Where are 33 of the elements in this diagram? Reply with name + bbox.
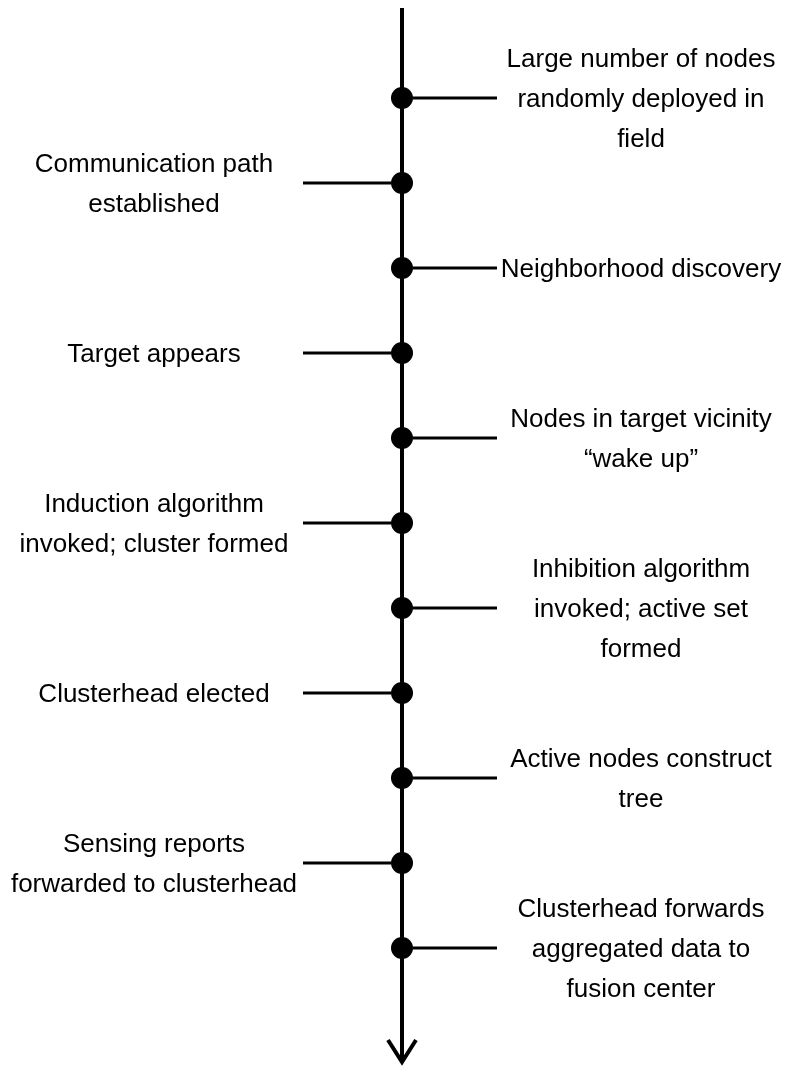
event-text: Neighborhood discovery [497,248,785,288]
timeline-dot [391,767,413,789]
event-text: Large number of nodes randomly deployed in field [497,38,785,158]
timeline-dot [391,852,413,874]
timeline-dot [391,937,413,959]
leader-line [413,946,497,950]
timeline-dot [391,427,413,449]
event-text: Induction algorithm invoked; cluster formed [5,483,303,563]
timeline-dot [391,512,413,534]
leader-line [413,266,497,270]
event-text: Inhibition algorithm invoked; active set formed [497,548,785,668]
timeline-dot [391,342,413,364]
leader-line [303,521,391,525]
event-text: Sensing reports forwarded to clusterhead [5,823,303,903]
event-text: Clusterhead elected [5,673,303,713]
leader-line [303,351,391,355]
event-text: Communication path established [5,143,303,223]
timeline-dot [391,257,413,279]
leader-line [413,96,497,100]
timeline-dot [391,87,413,109]
timeline-dot [391,682,413,704]
leader-line [303,861,391,865]
timeline-dot [391,597,413,619]
event-text: Target appears [5,333,303,373]
leader-line [303,181,391,185]
leader-line [413,606,497,610]
leader-line [303,691,391,695]
leader-line [413,776,497,780]
event-text: Nodes in target vicinity “wake up” [497,398,785,478]
event-text: Clusterhead forwards aggregated data to fusion center [497,888,785,1008]
timeline-dot [391,172,413,194]
leader-line [413,436,497,440]
event-text: Active nodes construct tree [497,738,785,818]
